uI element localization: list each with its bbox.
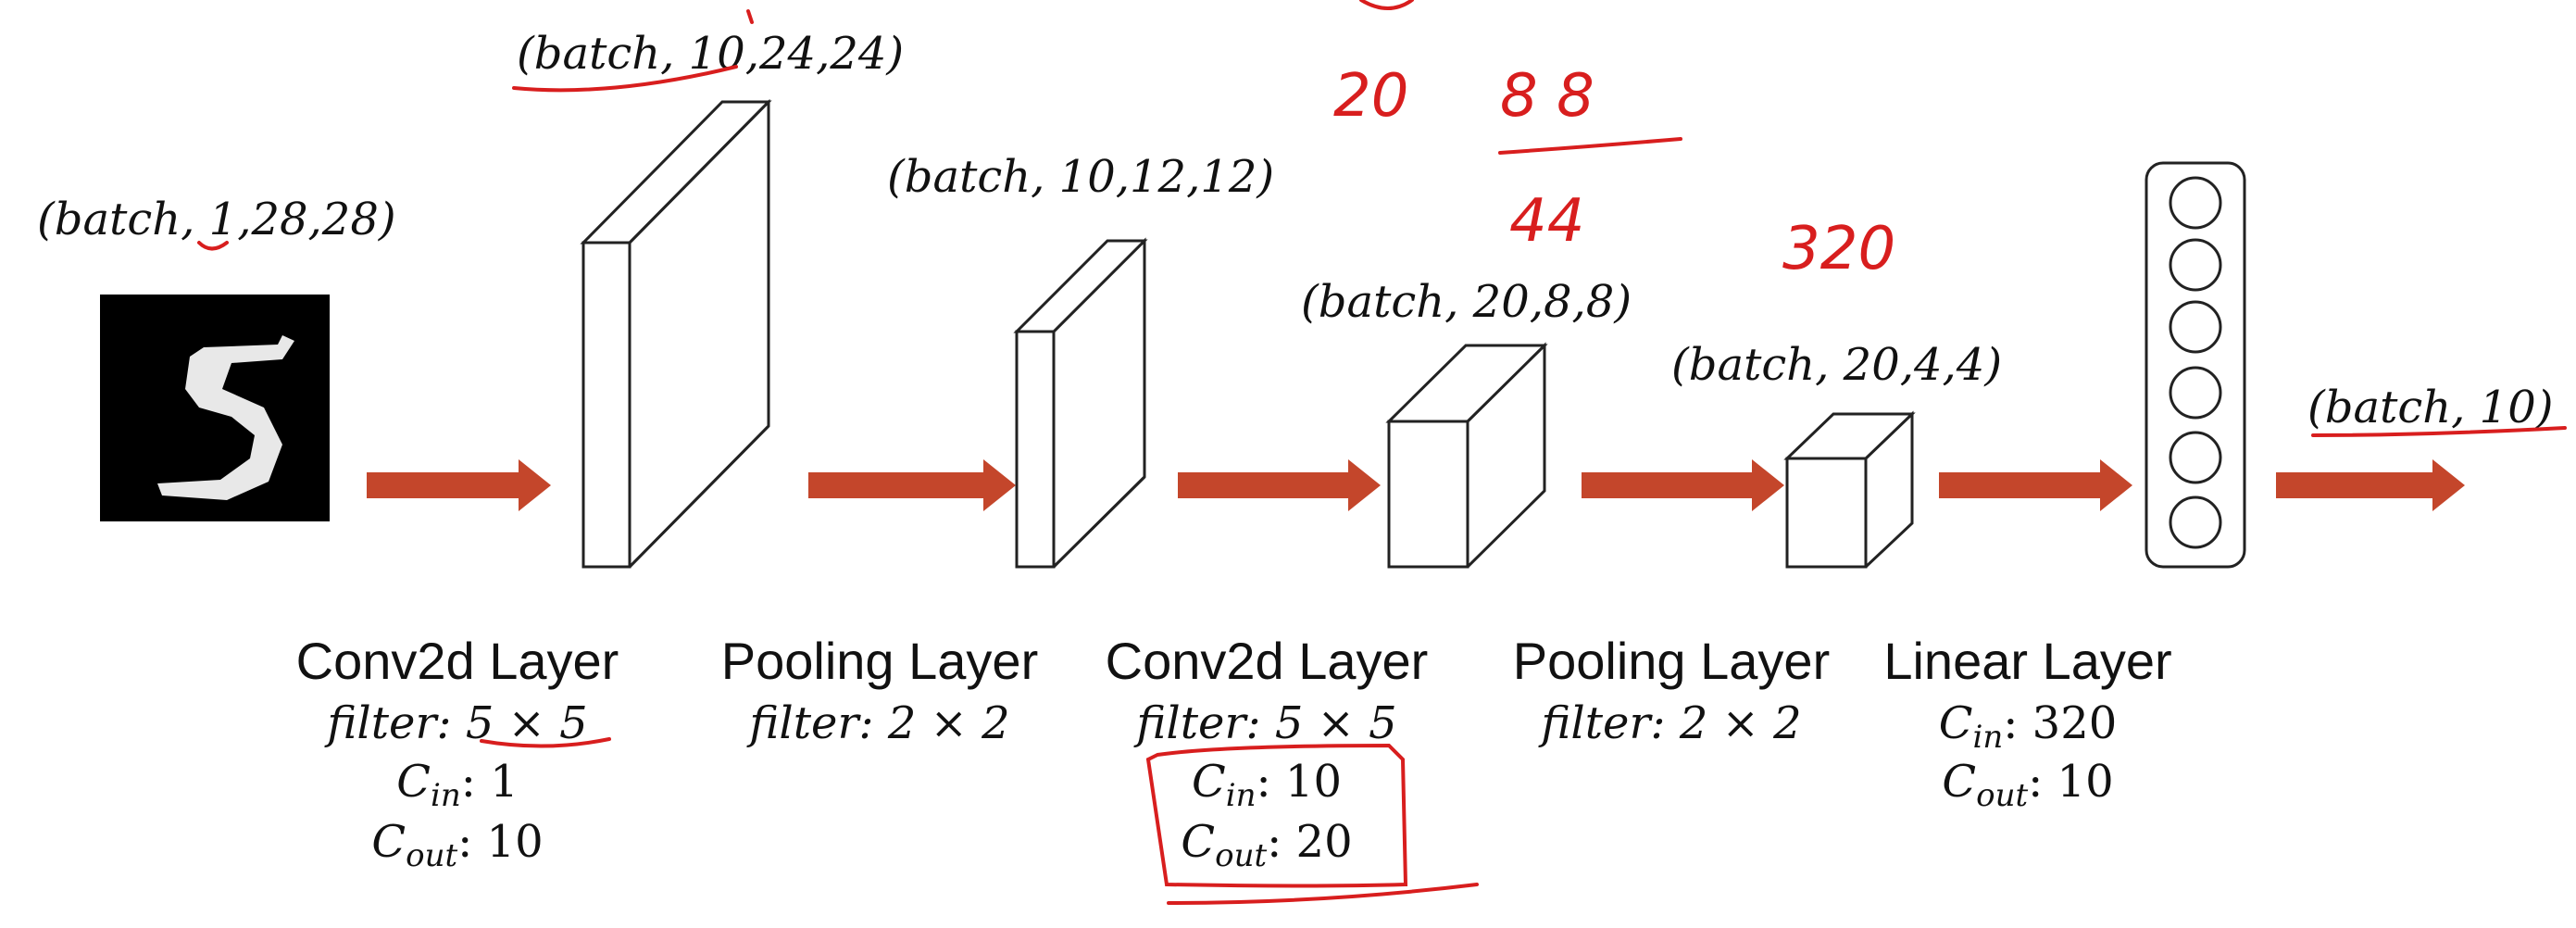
layer-3-cin: Cin: 10	[1192, 756, 1342, 814]
arrow-3	[1178, 459, 1381, 511]
output-underline	[2311, 426, 2567, 437]
output-shape-label: (batch, 10)	[2307, 382, 2553, 433]
neuron-6	[2169, 495, 2222, 549]
linear-layer-neurons	[2145, 161, 2246, 569]
neuron-4	[2169, 366, 2222, 420]
fraction-line-mark	[1498, 137, 1682, 155]
layer-4-filter: filter: 2 × 2	[1538, 697, 1801, 749]
handwritten-8-8: 8 8	[1500, 62, 1594, 131]
layer-3-filter: filter: 5 × 5	[1133, 697, 1396, 749]
conv1-feature-map	[580, 98, 772, 569]
handwritten-20: 20	[1333, 62, 1408, 131]
layer-5-cout: Cout: 10	[1942, 756, 2113, 814]
layer-1-cin: Cin: 1	[396, 756, 518, 814]
handwritten-320: 320	[1782, 215, 1895, 283]
arrow-1	[367, 459, 551, 511]
neuron-1	[2169, 176, 2222, 230]
top-arc-mark	[1359, 0, 1414, 10]
conv2-shape-label: (batch, 20,8,8)	[1301, 276, 1632, 328]
layer-3-title: Conv2d Layer	[1106, 632, 1429, 690]
conv2-params-box	[1145, 743, 1408, 888]
handwritten-annotations: 20 8 8 44 320	[197, 0, 2567, 905]
input-shape-label: (batch, 1,28,28)	[37, 194, 396, 245]
layer-1-title: Conv2d Layer	[296, 632, 619, 690]
pool2-shape-label: (batch, 20,4,4)	[1671, 339, 2002, 391]
layer-5-cin: Cin: 320	[1939, 697, 2118, 756]
layer-1-cout: Cout: 10	[371, 816, 543, 874]
pool1-shape-label: (batch, 10,12,12)	[887, 151, 1274, 203]
layer-2-title: Pooling Layer	[721, 632, 1038, 690]
arrow-6	[2276, 459, 2465, 511]
layer-1-filter: filter: 5 × 5	[324, 697, 587, 749]
handwritten-44: 44	[1509, 187, 1584, 256]
layer-4-title: Pooling Layer	[1513, 632, 1830, 690]
neuron-5	[2169, 431, 2222, 484]
conv1-shape-underline	[512, 65, 738, 93]
arrow-5	[1939, 459, 2132, 511]
filter-underline	[480, 737, 611, 748]
arrow-4	[1582, 459, 1784, 511]
neuron-2	[2169, 238, 2222, 292]
pool1-feature-map	[1013, 237, 1148, 569]
layer-3-cout: Cout: 20	[1181, 816, 1352, 874]
conv2-feature-map	[1385, 342, 1548, 569]
mnist-digit-image	[100, 295, 330, 521]
layer-5-title: Linear Layer	[1883, 632, 2171, 690]
pool2-feature-map	[1783, 410, 1916, 569]
layer-2-filter: filter: 2 × 2	[746, 697, 1009, 749]
input-channel-underline	[197, 241, 229, 251]
neuron-3	[2169, 300, 2222, 354]
conv1-tick-mark	[746, 9, 754, 24]
conv2-box-tail	[1167, 883, 1479, 905]
arrow-2	[808, 459, 1016, 511]
